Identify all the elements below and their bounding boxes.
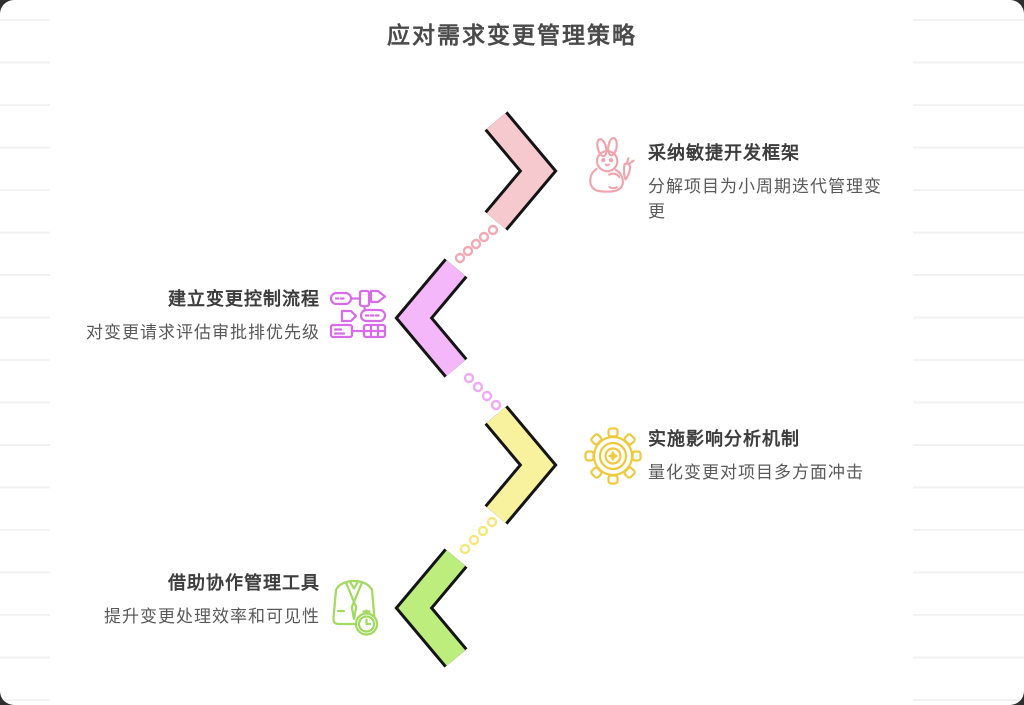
step-3-desc: 量化变更对项目多方面冲击	[648, 463, 864, 482]
flowchart-icon	[329, 289, 387, 339]
connector-dots-3	[459, 516, 498, 555]
step-4-title: 借助协作管理工具	[168, 573, 320, 593]
gear-icon	[584, 427, 642, 485]
rabbit-carrot-icon	[589, 137, 635, 193]
step-2-desc: 对变更请求评估审批排优先级	[86, 323, 320, 342]
step-1-desc: 分解项目为小周期迭代管理变更	[648, 177, 882, 221]
step-4-desc: 提升变更处理效率和可见性	[104, 607, 320, 626]
ruled-lines-left	[0, 19, 50, 702]
chevron-step-1	[484, 111, 558, 231]
connector-dots-1	[454, 224, 499, 264]
step-2-text: 建立变更控制流程 对变更请求评估审批排优先级	[86, 286, 320, 345]
connector-dots-2	[463, 372, 502, 411]
chevron-step-4	[394, 548, 468, 668]
step-1-text: 采纳敏捷开发框架 分解项目为小周期迭代管理变更	[648, 140, 888, 224]
step-4-text: 借助协作管理工具 提升变更处理效率和可见性	[86, 570, 320, 629]
step-3-title: 实施影响分析机制	[648, 429, 800, 449]
step-1-title: 采纳敏捷开发框架	[648, 143, 800, 163]
suit-watch-icon	[332, 579, 379, 636]
ruled-lines-right	[913, 19, 1024, 702]
step-2-title: 建立变更控制流程	[168, 289, 320, 309]
chevron-step-3	[484, 405, 558, 525]
page-title: 应对需求变更管理策略	[387, 22, 637, 48]
chevron-step-2	[394, 258, 468, 378]
step-3-text: 实施影响分析机制 量化变更对项目多方面冲击	[648, 426, 888, 485]
